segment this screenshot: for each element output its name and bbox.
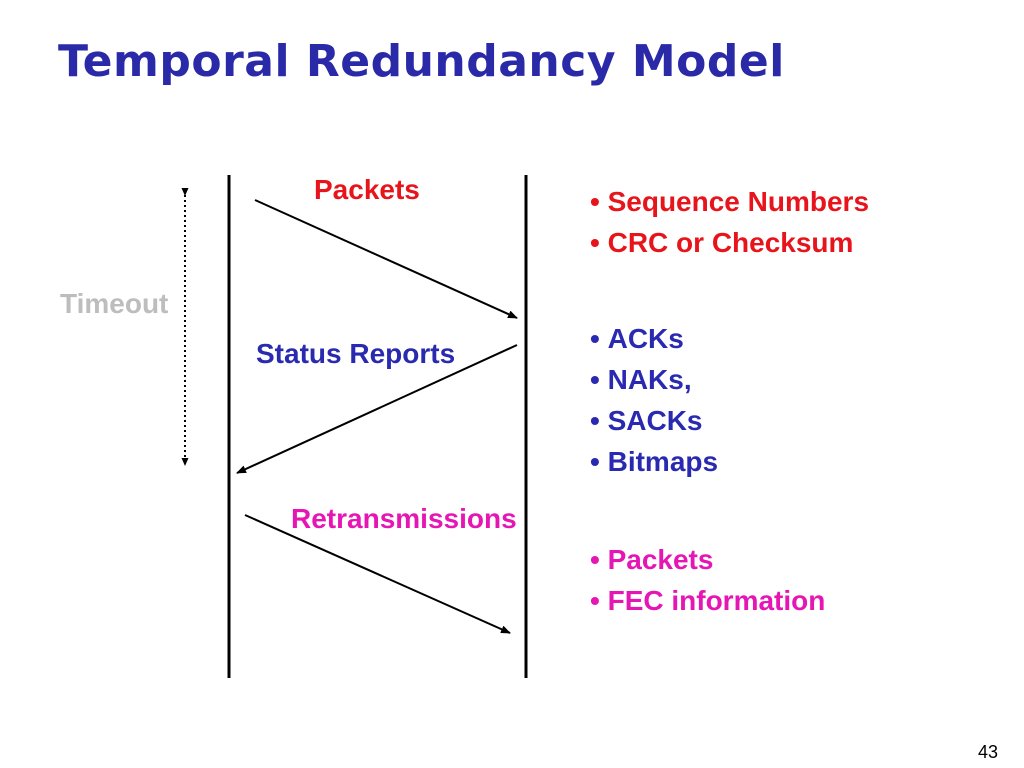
page-number: 43 [977, 742, 998, 762]
packets-label: Packets [314, 174, 420, 205]
status-report-types-list: ACKs NAKs, SACKs Bitmaps [590, 318, 718, 482]
retransmissions-arrow [244, 514, 511, 634]
slide-title: Temporal Redundancy Model [58, 36, 785, 87]
list-item: Packets [590, 539, 825, 580]
status-reports-label: Status Reports [256, 338, 456, 369]
list-item: SACKs [590, 400, 718, 441]
list-item: NAKs, [590, 359, 718, 400]
status-reports-arrow [236, 344, 518, 474]
timeout-label: Timeout [60, 288, 169, 319]
packets-arrow [254, 199, 518, 319]
list-item: ACKs [590, 318, 718, 359]
list-item: CRC or Checksum [590, 222, 869, 263]
retransmission-contents-list: Packets FEC information [590, 539, 826, 621]
retransmissions-label: Retransmissions [291, 503, 517, 534]
list-item: Sequence Numbers [590, 181, 869, 222]
list-item: FEC information [590, 580, 826, 621]
packet-fields-list: Sequence Numbers CRC or Checksum [590, 181, 869, 263]
list-item: Bitmaps [590, 441, 718, 482]
